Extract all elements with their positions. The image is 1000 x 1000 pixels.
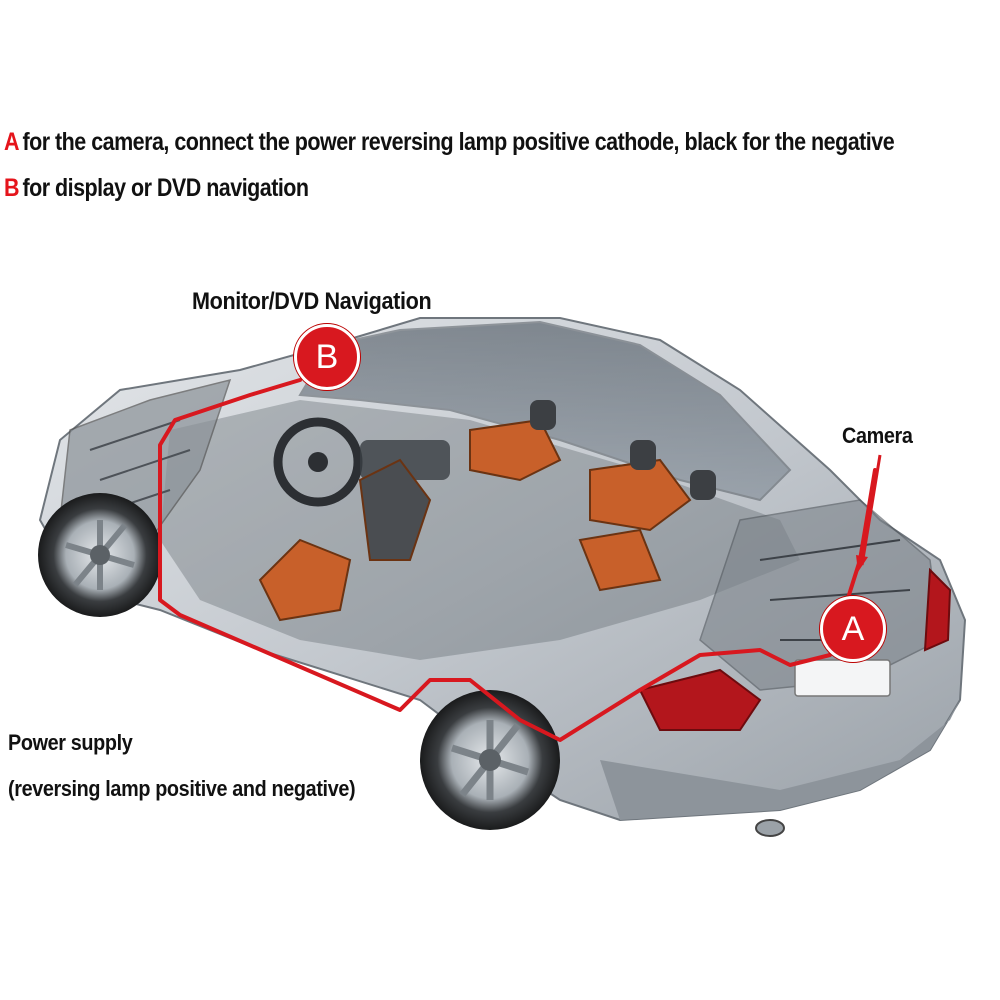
front-wheel: [38, 493, 162, 617]
power-supply-label: Power supply: [8, 730, 133, 755]
legend-a-text: for the camera, connect the power revers…: [22, 128, 895, 156]
power-supply-detail: (reversing lamp positive and negative): [8, 776, 356, 801]
wiring-harness: [158, 378, 877, 742]
rear-seats: [469, 418, 692, 592]
monitor-label: Monitor/DVD Navigation: [192, 288, 432, 315]
camera-pointer: [860, 454, 882, 566]
front-seats: [258, 458, 432, 622]
rear-wheel: [420, 690, 560, 830]
tail-light-left: [638, 668, 762, 731]
legend-b-text: for display or DVD navigation: [22, 174, 309, 202]
camera-label: Camera: [842, 423, 913, 448]
legend-a-key: A: [4, 128, 20, 156]
badge-a: A: [820, 596, 886, 662]
steering-wheel: [273, 417, 363, 507]
tail-light-right: [923, 567, 952, 652]
license-plate: [794, 659, 891, 697]
badge-b: B: [294, 324, 360, 390]
legend-b-key: B: [4, 174, 20, 202]
